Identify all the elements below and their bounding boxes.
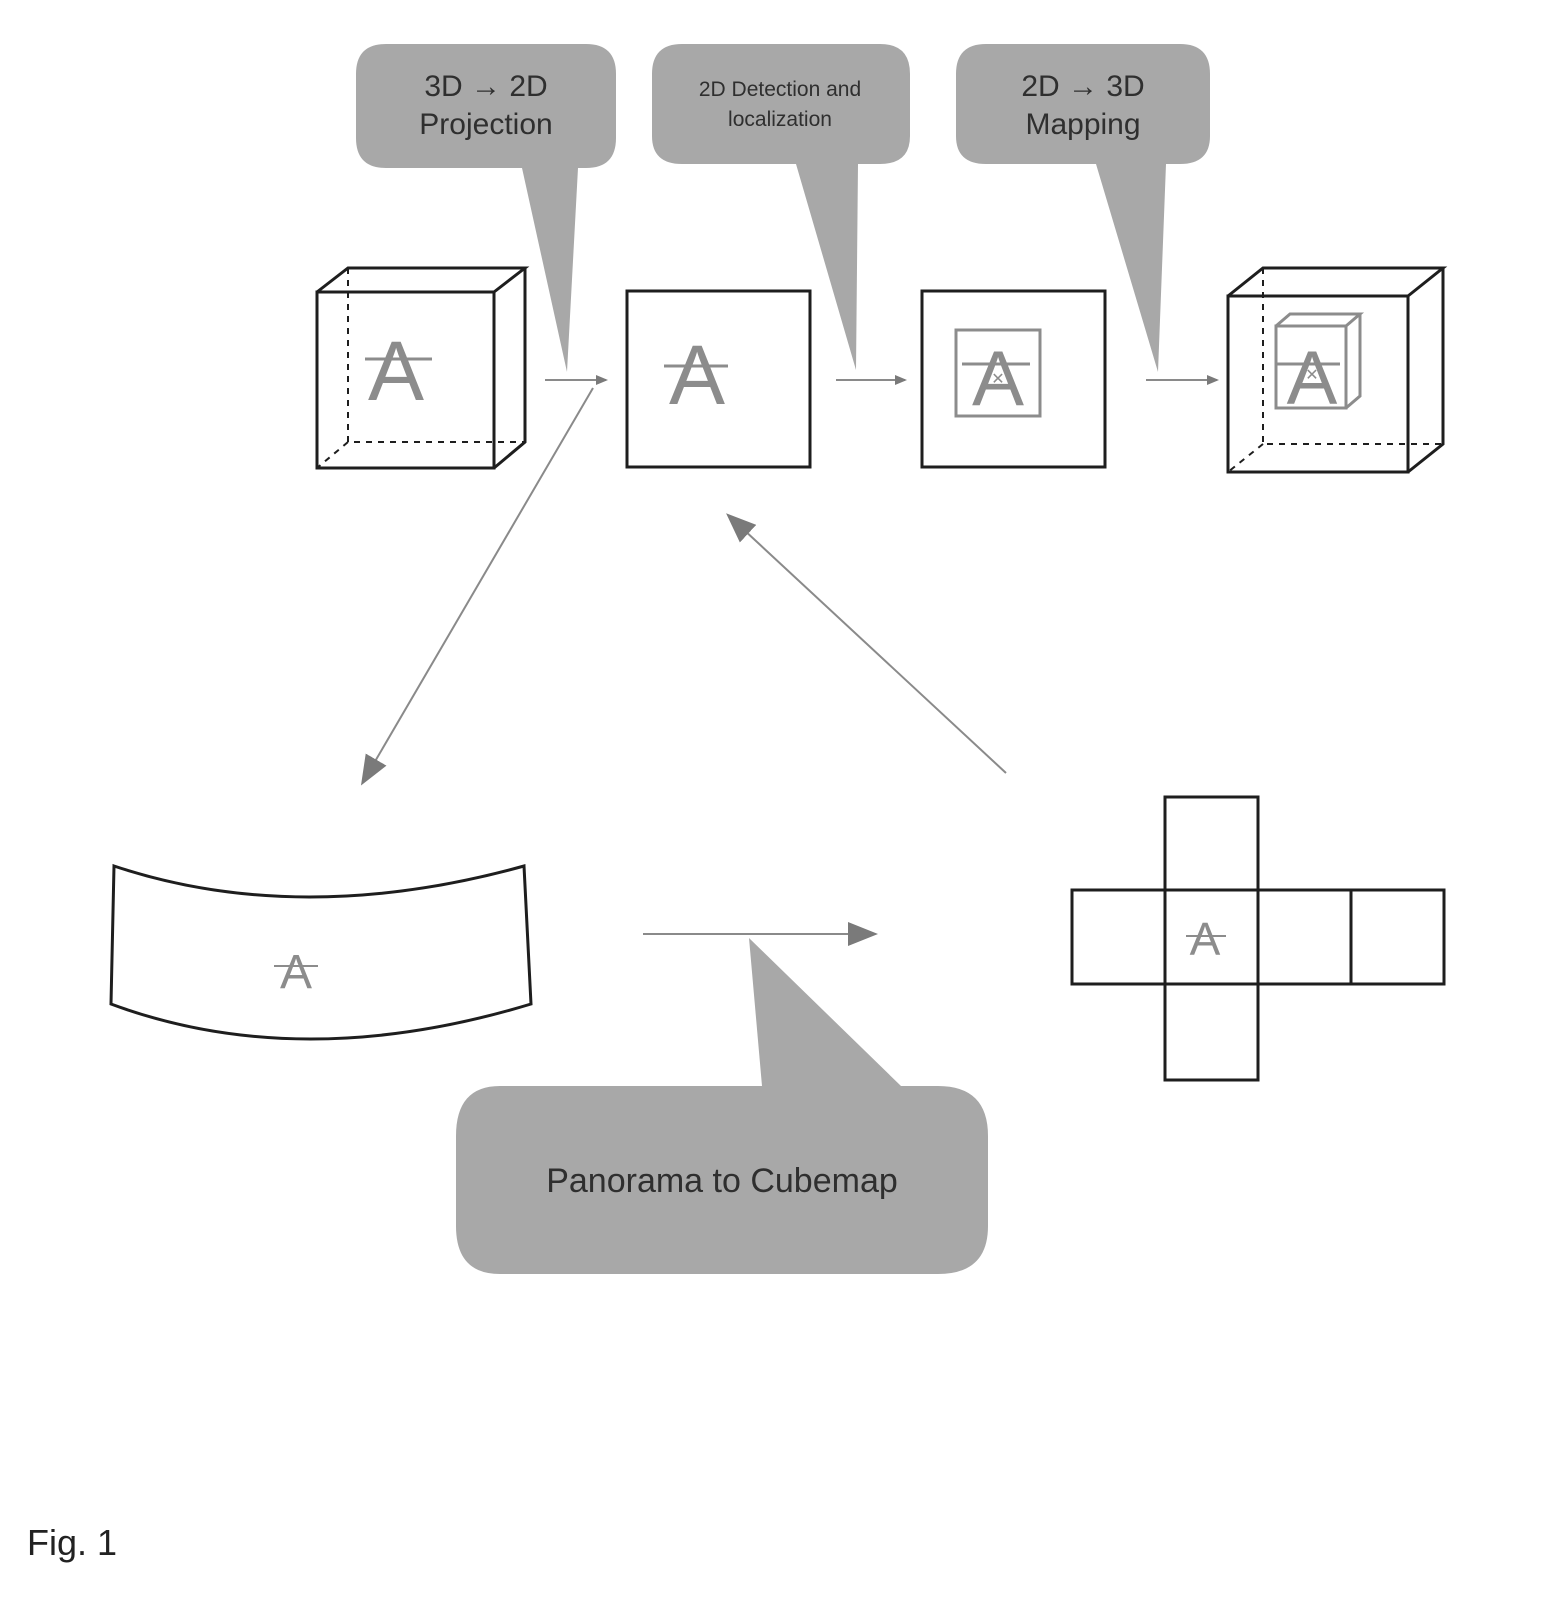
- object-glyph: A: [669, 328, 725, 422]
- object-glyph: A: [280, 946, 312, 999]
- callout-mapping: 2D → 3D Mapping: [956, 44, 1210, 372]
- object-glyph: A: [1190, 913, 1221, 965]
- detection-2d-face: A ✕: [922, 291, 1105, 467]
- panorama-image: A: [111, 866, 531, 1039]
- cubemap-face-left: [1072, 890, 1165, 984]
- cubemap-face-top: [1165, 797, 1258, 890]
- callout-detection-line2: localization: [728, 108, 832, 131]
- input-3d-cube: A: [317, 268, 525, 468]
- object-glyph: A: [368, 324, 424, 418]
- arrow-from-cubemap: [729, 516, 1006, 773]
- cubemap-face-back: [1351, 890, 1444, 984]
- flow-arrows: [363, 380, 1217, 934]
- callout-panorama: Panorama to Cubemap: [456, 938, 988, 1274]
- callout-mapping-line1: 2D → 3D: [1021, 70, 1144, 103]
- callout-detection-line1: 2D Detection and: [699, 78, 861, 101]
- callout-mapping-line2: Mapping: [1025, 108, 1140, 141]
- callout-projection-line2: Projection: [419, 108, 552, 141]
- arrow-to-panorama: [363, 388, 593, 782]
- cubemap-cross: A: [1072, 797, 1444, 1080]
- cubemap-face-right: [1258, 890, 1351, 984]
- center-marker-icon: ✕: [1305, 367, 1318, 384]
- output-3d-cube: A ✕: [1228, 268, 1443, 472]
- center-marker-icon: ✕: [991, 371, 1004, 388]
- callout-projection-line1: 3D → 2D: [424, 70, 547, 103]
- cubemap-face-bottom: [1165, 984, 1258, 1080]
- projected-2d-face: A: [627, 291, 810, 467]
- callout-projection: 3D → 2D Projection: [356, 44, 616, 372]
- callout-detection: 2D Detection and localization: [652, 44, 910, 370]
- figure-label: Fig. 1: [27, 1522, 117, 1564]
- callout-panorama-text: Panorama to Cubemap: [546, 1162, 898, 1200]
